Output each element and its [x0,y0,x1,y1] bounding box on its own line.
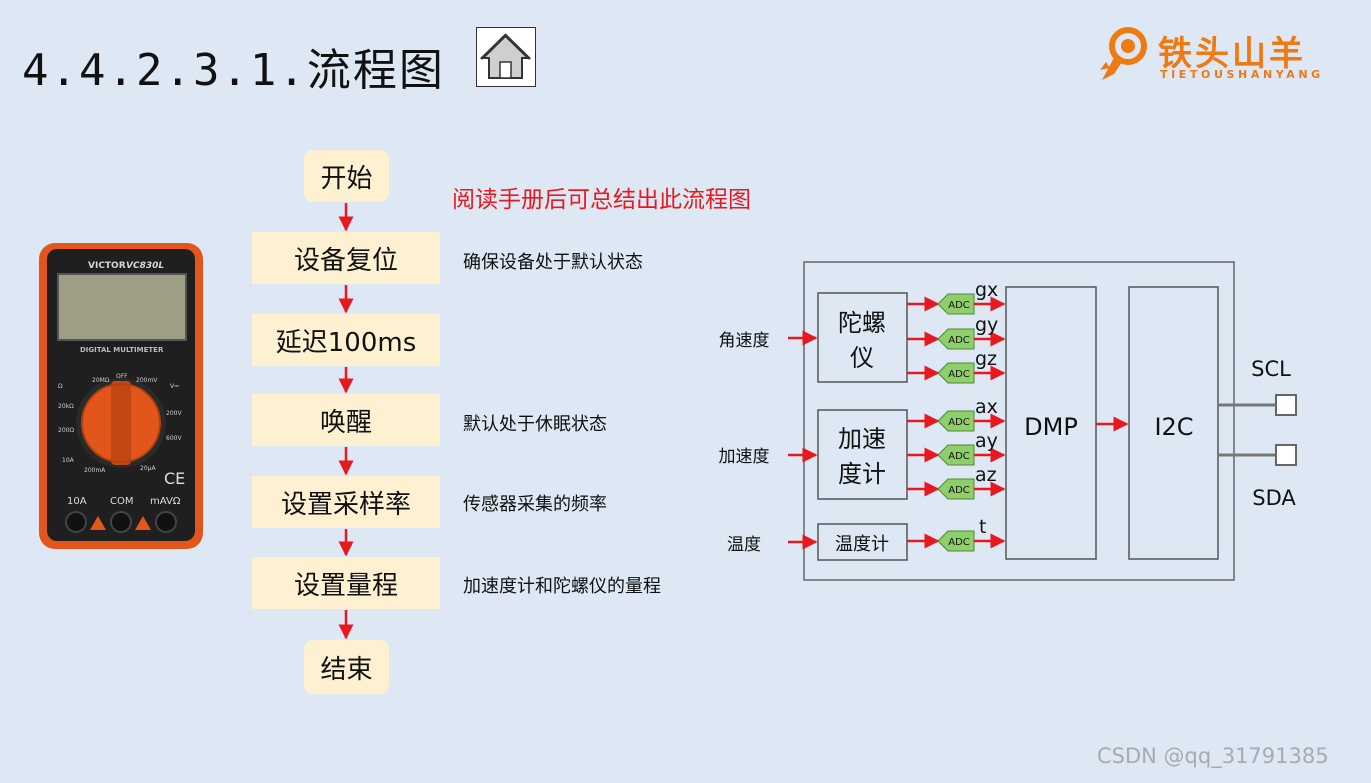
input-angular-velocity: 角速度 [719,331,770,351]
flow-note-wakeup: 默认处于休眠状态 [463,414,607,435]
input-acceleration: 加速度 [719,447,770,467]
svg-text:Ω: Ω [58,383,63,390]
terminal-label-10a: 10A [67,496,87,507]
terminal-label-com: COM [110,496,133,507]
multimeter-model: VC830L [126,261,164,271]
multimeter-image: VICTOR VC830L DIGITAL MULTIMETER Ω 20MΩ OF… [39,243,203,549]
gyro-block [817,292,908,383]
input-temperature: 温度 [727,535,761,555]
ce-mark-icon: CE [164,469,185,488]
i2c-block [1128,286,1219,560]
sda-pin [1275,444,1297,466]
flow-note-reset: 确保设备处于默认状态 [463,252,643,273]
page-title: 4.4.2.3.1.流程图 [22,45,445,96]
multimeter-caption: DIGITAL MULTIMETER [80,346,164,354]
temp-sensor-label: 温度计 [835,534,889,555]
terminal-label-mavo: mAVΩ [150,496,181,507]
logo-subtitle: TIETOUSHANYANG [1160,68,1324,81]
watermark: CSDN @qq_31791385 [1097,744,1329,768]
adc-label: ADC [948,335,970,346]
flow-step-delay: 延迟100ms [252,314,440,366]
svg-text:600V: 600V [166,435,182,442]
adc-to-dmp-arrows [974,296,1129,549]
channel-gz: gz [975,348,997,370]
adc-label: ADC [948,451,970,462]
channel-t: t [979,516,986,538]
gyro-label-line1: 陀螺 [838,309,886,337]
adc-label: ADC [948,369,970,380]
svg-text:OFF: OFF [116,373,128,380]
flow-step-reset: 设备复位 [252,232,440,284]
adc-label: ADC [948,300,970,311]
channel-ax: ax [975,396,998,418]
svg-text:20MΩ: 20MΩ [92,377,110,384]
svg-text:200V: 200V [166,410,182,417]
svg-text:10A: 10A [62,457,75,464]
svg-text:V⎓: V⎓ [170,383,179,390]
adc-label: ADC [948,537,970,548]
adc-label: ADC [948,485,970,496]
sensor-to-adc-arrows [907,296,940,549]
multimeter-brand: VICTOR [88,261,126,271]
svg-text:200Ω: 200Ω [58,427,74,434]
channel-labels: gx gy gz ax ay az t [975,279,998,538]
flow-note-sample-rate: 传感器采集的频率 [463,494,607,515]
flow-note-range: 加速度计和陀螺仪的量程 [463,576,661,597]
channel-az: az [975,464,997,486]
pin-label-sda: SDA [1252,486,1296,510]
svg-text:20kΩ: 20kΩ [58,403,74,410]
pin-label-scl: SCL [1251,357,1291,381]
flow-step-sample-rate: 设置采样率 [252,476,440,528]
input-arrows [788,330,818,550]
flow-end: 结束 [304,640,389,694]
flow-start: 开始 [304,150,389,202]
goat-logo-icon [1100,27,1147,80]
accel-label-line2: 度计 [838,460,886,488]
scl-pin [1275,394,1297,416]
flow-step-range: 设置量程 [252,557,440,609]
svg-text:200mA: 200mA [84,467,106,474]
svg-text:20μA: 20μA [140,465,156,472]
flow-caption: 阅读手册后可总结出此流程图 [452,187,751,213]
accel-label-line1: 加速 [838,425,886,453]
chip-outline [803,261,1235,581]
channel-gx: gx [975,279,998,301]
svg-text:200mV: 200mV [136,377,158,384]
channel-gy: gy [975,314,998,336]
dmp-label: DMP [1024,413,1078,441]
adc-label: ADC [948,417,970,428]
flow-step-wakeup: 唤醒 [252,394,440,446]
i2c-label: I2C [1154,413,1193,441]
home-icon [480,33,531,79]
channel-ay: ay [975,430,998,452]
home-button[interactable] [476,27,536,87]
gyro-label-line2: 仪 [850,344,874,372]
adc-converters: ADC ADC ADC ADC ADC ADC ADC [937,293,975,552]
logo-name: 铁头山羊 [1158,34,1306,74]
brand-logo: 铁头山羊 TIETOUSHANYANG [1096,24,1346,84]
